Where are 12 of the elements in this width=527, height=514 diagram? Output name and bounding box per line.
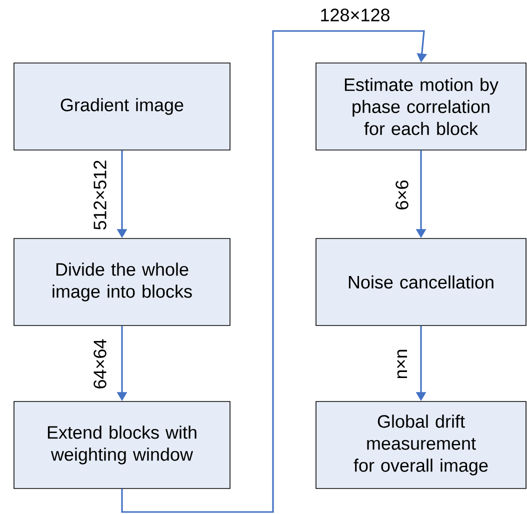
edge-label: 6×6 bbox=[394, 178, 410, 212]
edge-label: 512×512 bbox=[92, 158, 108, 232]
process-box: Gradient image bbox=[14, 62, 230, 150]
process-box: Extend blocks with weighting window bbox=[14, 401, 230, 489]
process-box: Global drift measurement for overall image bbox=[316, 401, 526, 489]
edge-label: 64×64 bbox=[92, 338, 108, 390]
edge-label: 128×128 bbox=[318, 8, 392, 22]
arrow bbox=[121, 30, 428, 513]
process-box: Estimate motion by phase correlation for each block bbox=[316, 62, 526, 150]
process-box: Noise cancellation bbox=[316, 238, 526, 326]
process-box: Divide the whole image into blocks bbox=[14, 238, 230, 326]
edge-label: n×n bbox=[396, 348, 408, 380]
